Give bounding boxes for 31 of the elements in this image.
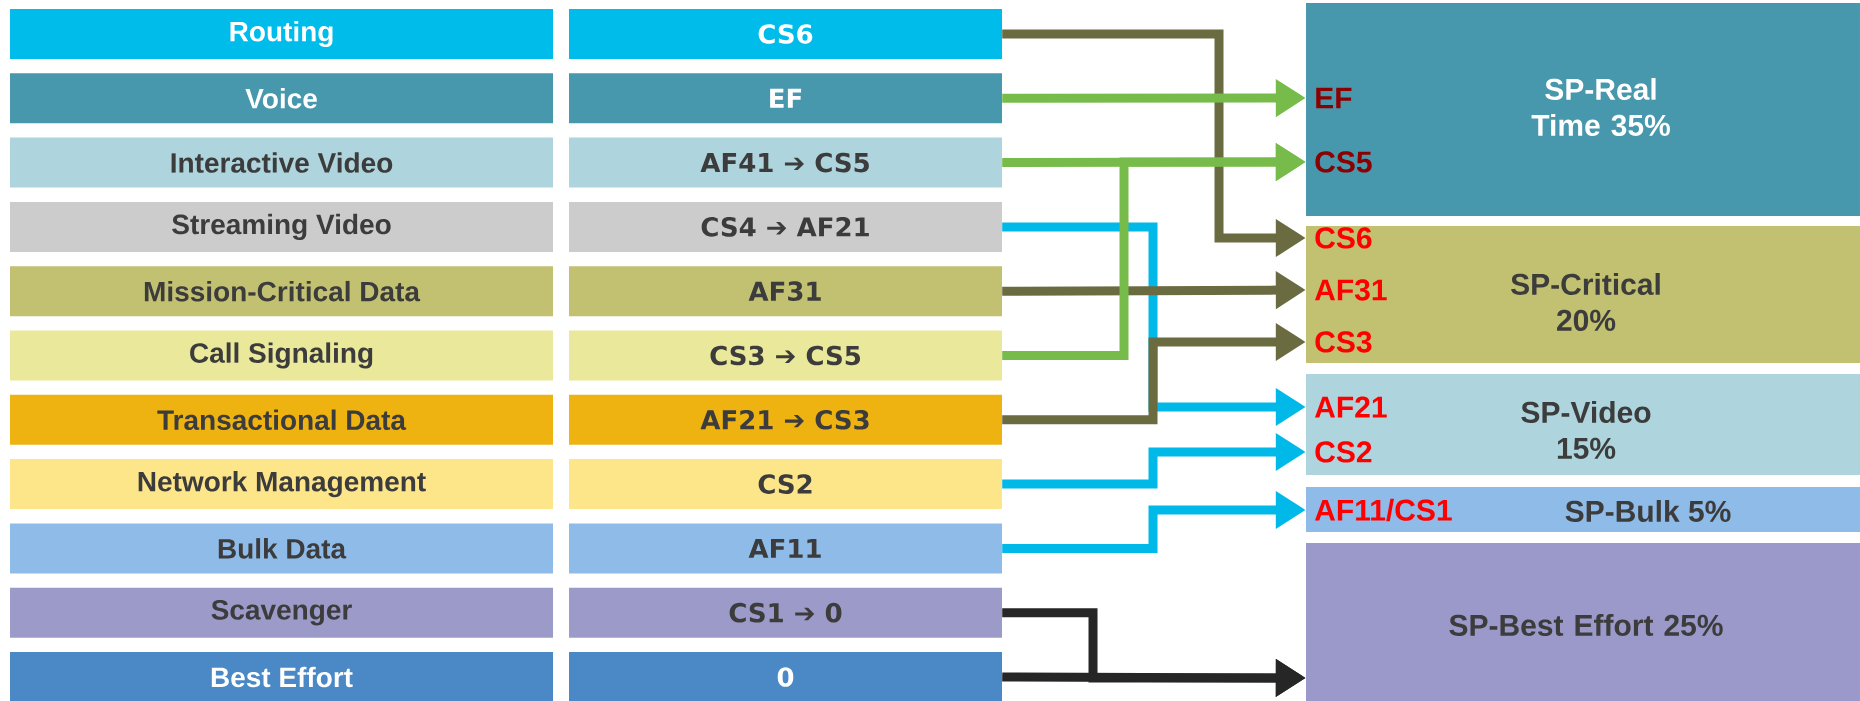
marking-label: CS3 [1315,331,1372,353]
class-box: Best Effort [10,652,553,701]
marking-label: CS6 [1315,227,1372,249]
class-box: Call Signaling [10,330,553,381]
class-box: Voice [10,73,553,124]
marking-box: AF41 ➔ CS5 [569,137,1002,188]
class-box: Streaming Video [10,201,553,252]
class-box: Mission-Critical Data [10,266,553,317]
marking-box: CS2 [569,459,1002,510]
marking-label: EF [1316,87,1352,109]
marking-label: CS2 [1315,441,1372,463]
marking-label: AF21 [1314,396,1387,418]
marking-box: CS1 ➔ 0 [569,587,1002,638]
marking-label: AF31 [1314,279,1387,301]
class-box: Bulk Data [10,523,553,574]
marking-box: CS6 [569,9,1002,59]
class-box: Routing [10,9,553,59]
class-box: Interactive Video [10,137,553,188]
marking-label: AF11/CS1 [1314,498,1452,522]
class-box: Scavenger [10,587,553,638]
class-box: Transactional Data [10,394,553,445]
marking-box: AF21 ➔ CS3 [569,394,1002,445]
marking-box: CS3 ➔ CS5 [569,330,1002,381]
marking-box: CS4 ➔ AF21 [569,201,1002,252]
marking-label: CS5 [1315,151,1372,173]
marking-box: AF31 [569,266,1002,317]
queue-box: SP-Best Effort 25% [1306,543,1860,701]
class-box: Network Management [10,459,553,510]
marking-box: AF11 [569,523,1002,574]
marking-box: EF [569,73,1002,124]
marking-box: 0 [569,652,1002,701]
